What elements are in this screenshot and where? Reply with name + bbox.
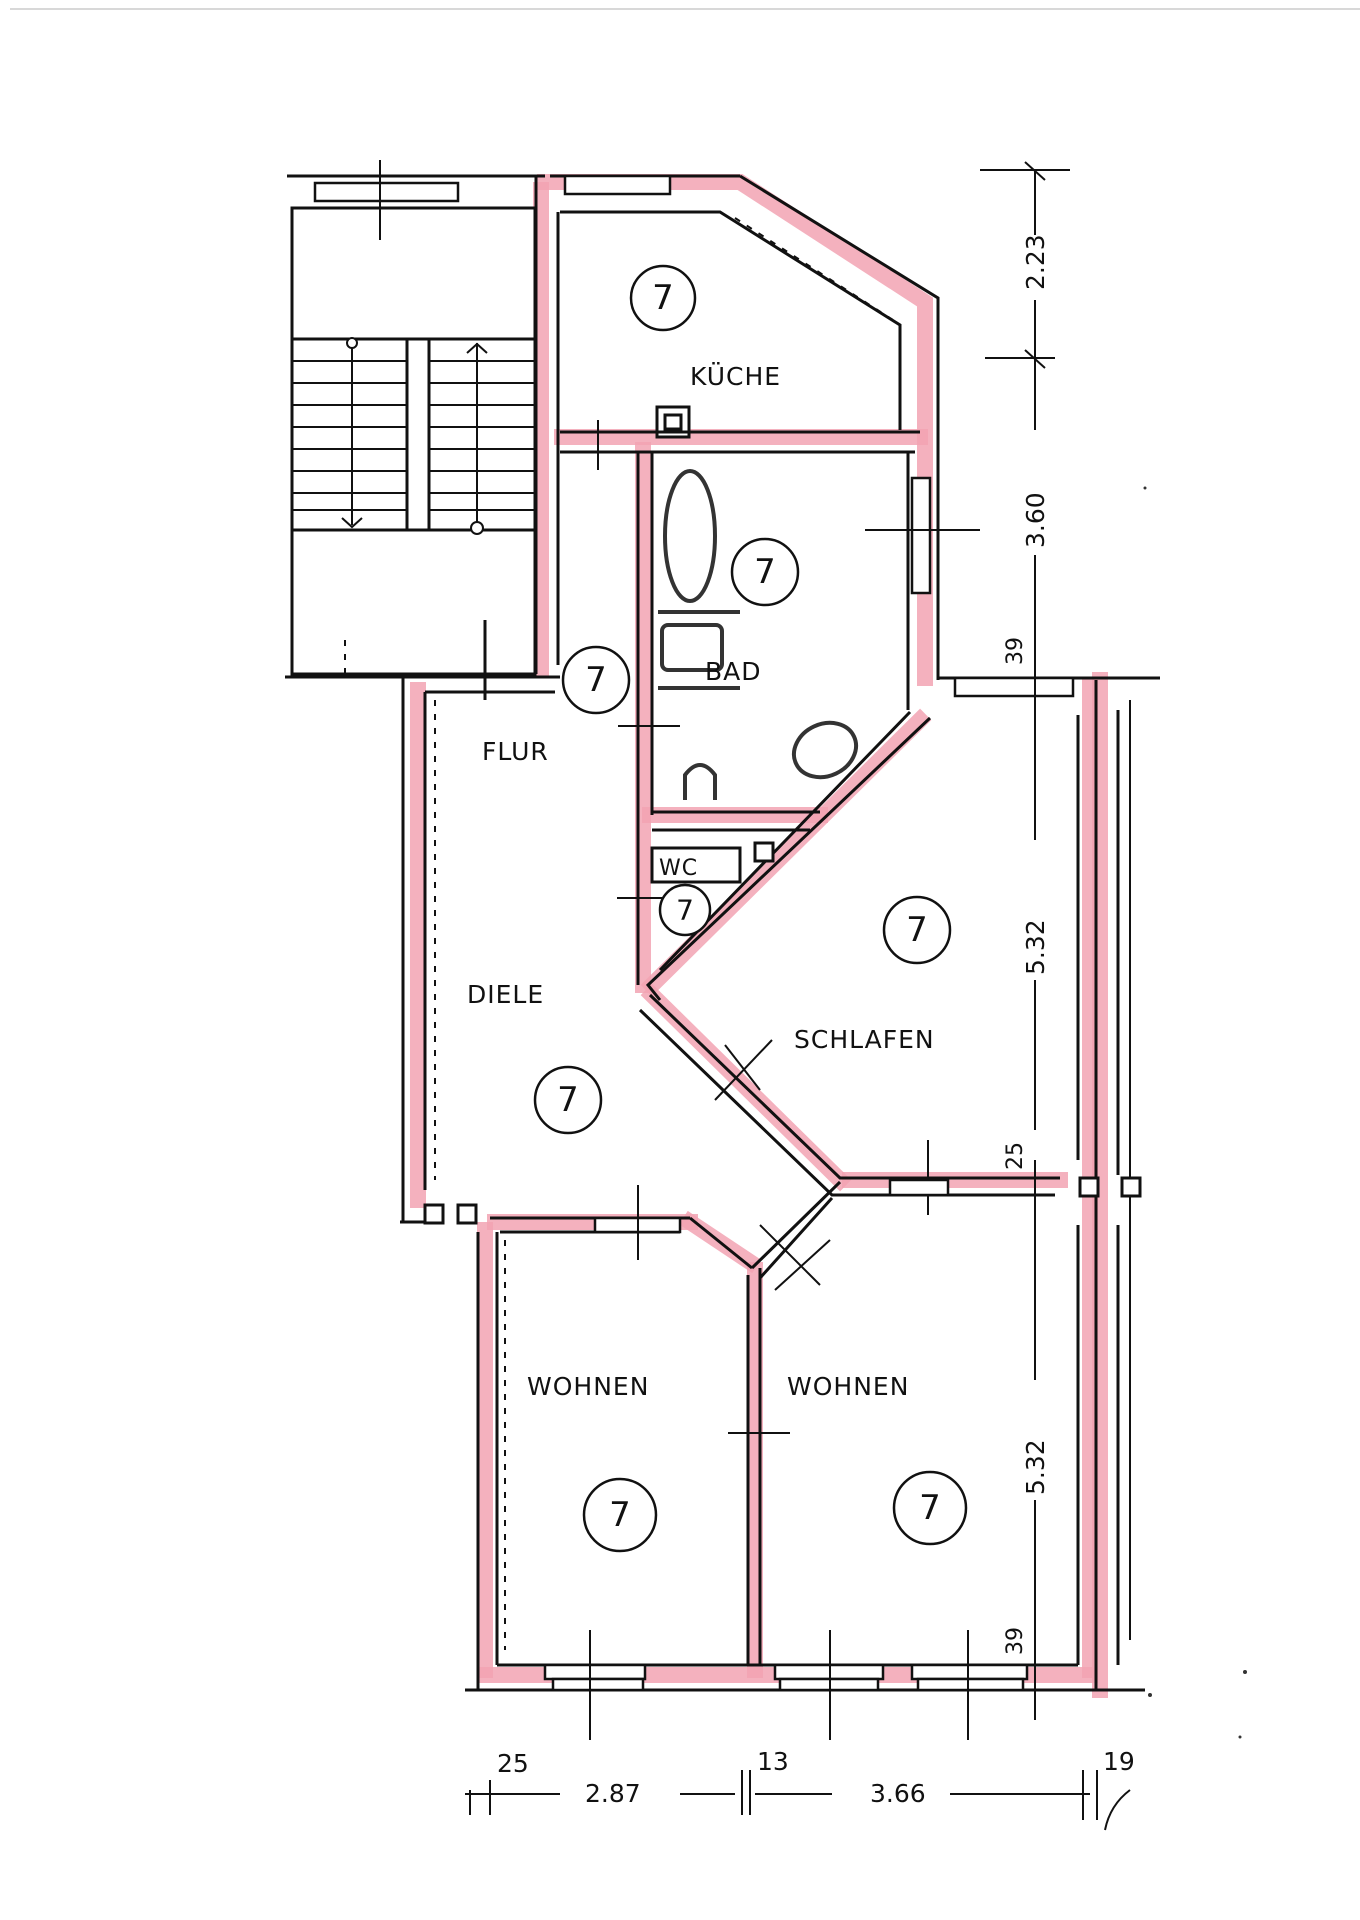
dimension-chain-bottom: 25 2.87 13 3.66 19 [465, 1747, 1135, 1831]
room-label-wohnen-right: WOHNEN [787, 1372, 909, 1401]
room-label-wc: WC [659, 856, 698, 881]
dim-right-3-60: 3.60 [1021, 492, 1050, 548]
badge-schlafen: 7 [882, 895, 952, 965]
badge-wohnen-right: 7 [892, 1470, 968, 1546]
room-label-flur: FLUR [482, 737, 549, 766]
dim-bottom-13: 13 [757, 1747, 789, 1776]
dim-bottom-2-87: 2.87 [585, 1779, 641, 1808]
dim-bottom-25: 25 [497, 1749, 529, 1778]
room-labels: KÜCHE BAD FLUR WC DIELE SCHLAFEN WOHNEN … [467, 362, 935, 1401]
svg-text:7: 7 [652, 278, 674, 318]
bathtub-icon [663, 469, 717, 603]
scan-speck [1243, 1670, 1247, 1674]
svg-text:7: 7 [585, 660, 607, 700]
scan-speck [1148, 1693, 1152, 1697]
sink-icon [660, 623, 724, 672]
dim-right-39-bottom: 39 [1003, 1627, 1028, 1655]
scan-speck [1238, 1735, 1242, 1739]
dim-right-5-32-bottom: 5.32 [1021, 1439, 1050, 1495]
badge-flur: 7 [561, 645, 631, 715]
scan-edge-line [10, 8, 1360, 10]
dimension-chain-right: 2.23 3.60 39 5.32 25 5.32 39 [980, 161, 1070, 1720]
room-label-bad: BAD [705, 657, 762, 686]
scan-speck [1143, 486, 1147, 490]
dim-right-39-top: 39 [1003, 637, 1028, 665]
apartment-walls [400, 174, 1160, 1740]
toilet-icon [683, 763, 717, 800]
shower-basin-icon [791, 720, 859, 780]
room-label-schlafen: SCHLAFEN [794, 1025, 935, 1054]
svg-text:7: 7 [676, 894, 694, 927]
stairwell [285, 160, 560, 700]
room-badges: 7 7 7 7 7 7 7 7 [533, 264, 968, 1553]
bathroom-fixtures [658, 469, 859, 800]
svg-text:7: 7 [609, 1495, 631, 1535]
dim-right-5-32-top: 5.32 [1021, 919, 1050, 975]
badge-wc: 7 [658, 883, 712, 937]
badge-bad: 7 [730, 537, 800, 607]
badge-diele: 7 [533, 1065, 603, 1135]
room-label-wohnen-left: WOHNEN [527, 1372, 649, 1401]
room-label-diele: DIELE [467, 980, 544, 1009]
svg-text:7: 7 [906, 910, 928, 950]
dim-right-25: 25 [1003, 1142, 1028, 1170]
badge-kueche: 7 [629, 264, 697, 332]
svg-text:7: 7 [754, 552, 776, 592]
dim-bottom-19: 19 [1103, 1747, 1135, 1776]
svg-text:7: 7 [919, 1488, 941, 1528]
room-label-kueche: KÜCHE [690, 362, 781, 391]
badge-wohnen-left: 7 [582, 1477, 658, 1553]
dim-right-2-23: 2.23 [1021, 234, 1050, 290]
svg-text:7: 7 [557, 1080, 579, 1120]
dim-bottom-3-66: 3.66 [870, 1779, 926, 1808]
